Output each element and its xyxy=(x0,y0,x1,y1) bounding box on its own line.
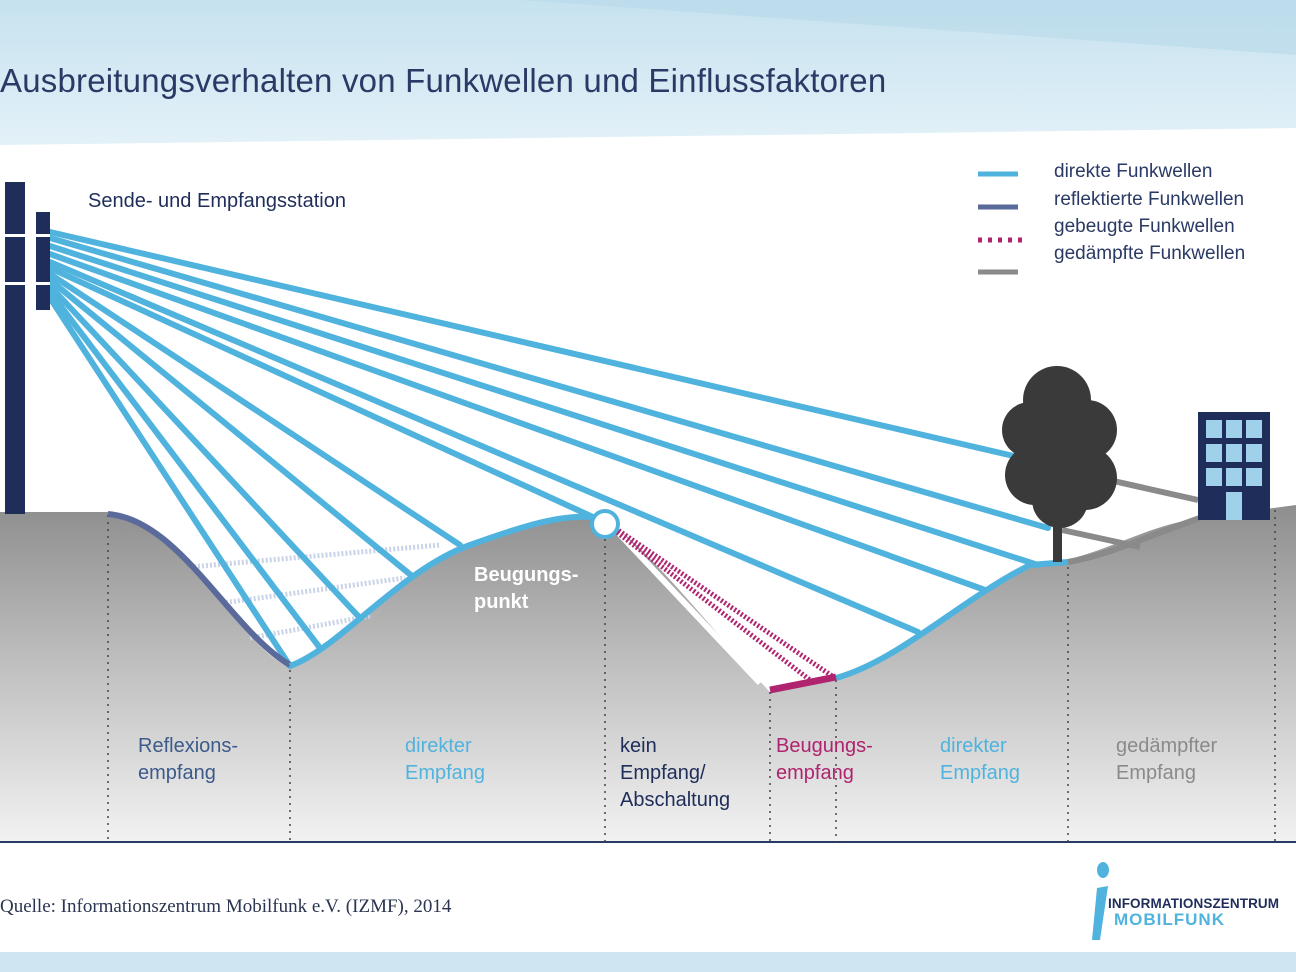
diffraction-point xyxy=(590,509,620,539)
zone-dividers xyxy=(107,510,1276,842)
station-label: Sende- und Empfangsstation xyxy=(88,190,346,212)
tree xyxy=(1002,366,1117,562)
zone-direct-reception-1: direkter Empfang xyxy=(405,735,486,784)
zone-diffraction-reception: Beugungs- empfang xyxy=(776,735,873,784)
page-title: Ausbreitungsverhalten von Funkwellen und… xyxy=(0,62,887,99)
legend-reflected: reflektierte Funkwellen xyxy=(1054,189,1245,210)
footer-band xyxy=(0,952,1296,972)
antenna-mast xyxy=(5,182,50,514)
ground xyxy=(0,505,1296,842)
building xyxy=(1198,412,1270,520)
diffracted-waves xyxy=(609,523,834,686)
direct-waves xyxy=(47,229,1051,669)
logo-line-2: MOBILFUNK xyxy=(1114,910,1225,929)
legend-attenuated: gedämpfte Funkwellen xyxy=(1054,243,1246,264)
legend-direct: direkte Funkwellen xyxy=(1054,161,1213,182)
reflected-wave xyxy=(107,511,292,668)
diffraction-point-label: Beugungs- punkt xyxy=(474,564,579,613)
zone-direct-reception-2: direkter Empfang xyxy=(940,735,1021,784)
header-band xyxy=(0,0,1296,145)
direct-terrain-1 xyxy=(288,513,601,669)
header-streak xyxy=(520,0,1296,55)
zone-reflection-reception: Reflexions- empfang xyxy=(138,735,239,784)
diffraction-reception-segment xyxy=(769,673,837,694)
legend-swatches xyxy=(978,171,1022,275)
direct-terrain-2 xyxy=(835,559,1069,681)
zone-no-reception: kein Empfang/ Abschaltung xyxy=(620,735,731,811)
zone-attenuated-reception: gedämpfter Empfang xyxy=(1116,735,1218,784)
legend-diffracted: gebeugte Funkwellen xyxy=(1054,216,1235,237)
logo-mark xyxy=(1092,862,1109,940)
logo-line-1: INFORMATIONSZENTRUM xyxy=(1108,896,1280,911)
source-note: Quelle: Informationszentrum Mobilfunk e.… xyxy=(0,896,452,917)
